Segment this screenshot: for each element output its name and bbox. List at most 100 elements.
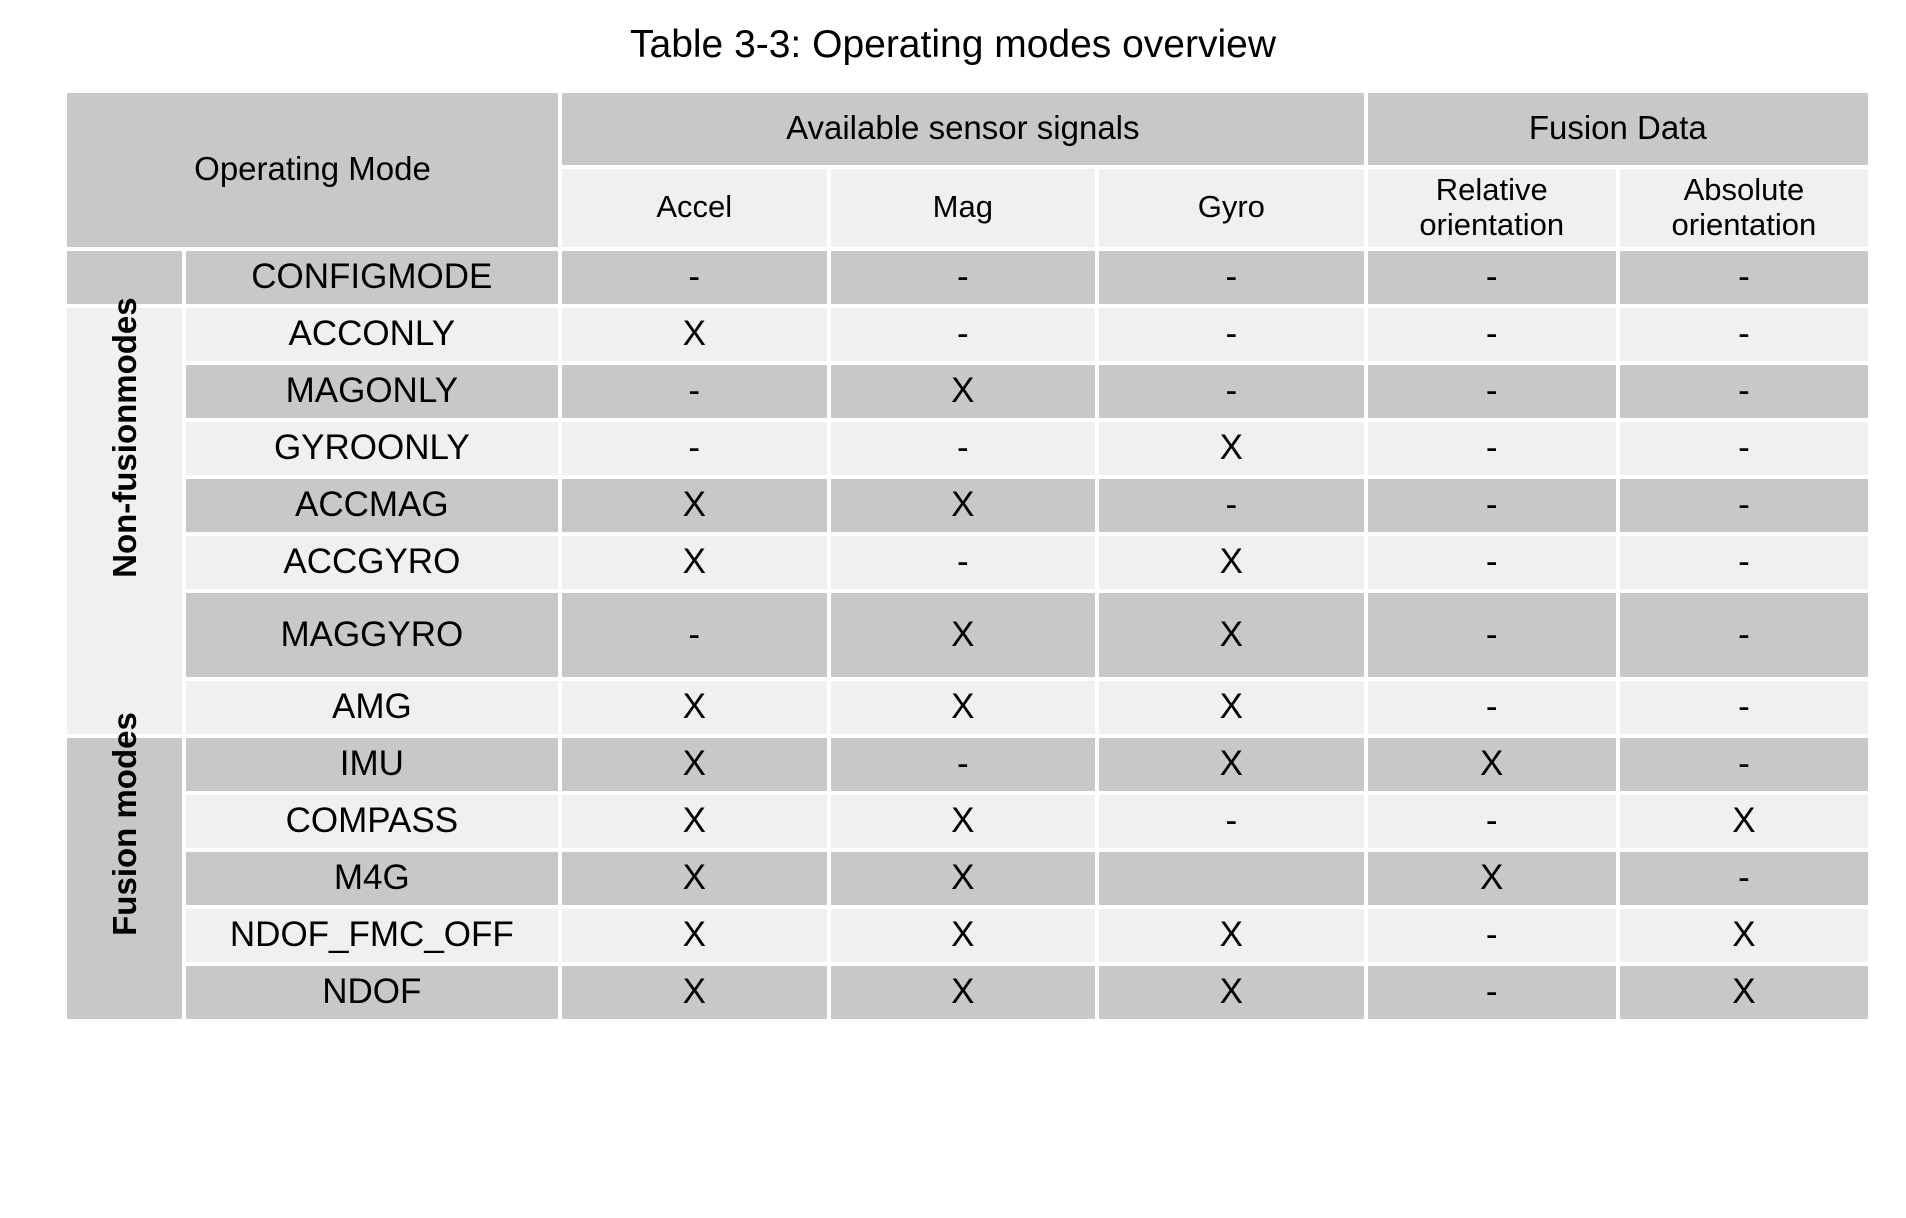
cell-accel: X bbox=[561, 851, 827, 905]
cell-mode-name: COMPASS bbox=[185, 794, 558, 848]
cell-absolute: X bbox=[1619, 965, 1868, 1019]
cell-mode-name: NDOF_FMC_OFF bbox=[185, 908, 558, 962]
cell-mode-name: GYROONLY bbox=[185, 421, 558, 475]
header-col-accel: Accel bbox=[561, 168, 827, 247]
cell-gyro: - bbox=[1099, 307, 1364, 361]
cell-relative: X bbox=[1367, 851, 1616, 905]
cell-absolute: - bbox=[1619, 851, 1868, 905]
header-col-relative-orientation-line1: Relative bbox=[1435, 172, 1548, 208]
cell-absolute: - bbox=[1619, 421, 1868, 475]
cell-mag: - bbox=[830, 535, 1096, 589]
cell-accel: - bbox=[561, 364, 827, 418]
cell-accel: X bbox=[561, 737, 827, 791]
header-col-relative-orientation: Relative orientation bbox=[1367, 168, 1616, 247]
cell-mag: X bbox=[830, 794, 1096, 848]
cell-absolute: - bbox=[1619, 737, 1868, 791]
cell-accel: X bbox=[561, 680, 827, 734]
cell-mag: X bbox=[830, 680, 1096, 734]
cell-relative: - bbox=[1367, 965, 1616, 1019]
cell-absolute: - bbox=[1619, 364, 1868, 418]
cell-mag: X bbox=[830, 478, 1096, 532]
cell-absolute: X bbox=[1619, 908, 1868, 962]
cell-gyro: - bbox=[1099, 478, 1364, 532]
cell-mode-name: NDOF bbox=[185, 965, 558, 1019]
cell-gyro: X bbox=[1099, 535, 1364, 589]
cell-mode-name: CONFIGMODE bbox=[185, 250, 558, 304]
cell-mode-name: M4G bbox=[185, 851, 558, 905]
side-label-none bbox=[67, 250, 182, 304]
cell-accel: X bbox=[561, 307, 827, 361]
header-col-mag: Mag bbox=[830, 168, 1096, 247]
cell-gyro: X bbox=[1099, 737, 1364, 791]
cell-relative: - bbox=[1367, 794, 1616, 848]
cell-gyro: - bbox=[1099, 794, 1364, 848]
header-col-gyro: Gyro bbox=[1099, 168, 1364, 247]
cell-accel: X bbox=[561, 908, 827, 962]
cell-absolute: - bbox=[1619, 592, 1868, 677]
cell-accel: - bbox=[561, 250, 827, 304]
table-container: Operating Mode Available sensor signals … bbox=[0, 89, 1906, 1023]
header-operating-mode: Operating Mode bbox=[67, 92, 558, 247]
cell-absolute: - bbox=[1619, 250, 1868, 304]
cell-mag: - bbox=[830, 307, 1096, 361]
cell-mag: X bbox=[830, 965, 1096, 1019]
cell-gyro: X bbox=[1099, 908, 1364, 962]
side-label-non-fusion-modes: Non-fusionmodes bbox=[67, 297, 182, 734]
cell-relative: X bbox=[1367, 737, 1616, 791]
cell-mag: X bbox=[830, 592, 1096, 677]
cell-mode-name: ACCGYRO bbox=[185, 535, 558, 589]
header-group-available-sensor-signals: Available sensor signals bbox=[561, 92, 1364, 165]
cell-accel: X bbox=[561, 535, 827, 589]
header-row-subcolumns: Accel Mag Gyro Relative orientation Abso… bbox=[67, 168, 1868, 247]
cell-relative: - bbox=[1367, 478, 1616, 532]
cell-absolute: X bbox=[1619, 794, 1868, 848]
side-label-non-fusion-modes-text: Non-fusionmodes bbox=[105, 297, 143, 579]
table-row: GYROONLY--X-- bbox=[67, 421, 1868, 475]
side-label-fusion-modes-text: Fusion modes bbox=[105, 711, 143, 936]
cell-relative: - bbox=[1367, 592, 1616, 677]
cell-relative: - bbox=[1367, 364, 1616, 418]
header-col-absolute-orientation-line1: Absolute bbox=[1683, 172, 1805, 208]
cell-gyro: X bbox=[1099, 592, 1364, 677]
cell-gyro: X bbox=[1099, 680, 1364, 734]
cell-mag: X bbox=[830, 364, 1096, 418]
side-label-fusion-modes: Fusion modes bbox=[67, 711, 182, 1019]
cell-gyro: - bbox=[1099, 364, 1364, 418]
header-col-absolute-orientation: Absolute orientation bbox=[1619, 168, 1868, 247]
cell-relative: - bbox=[1367, 250, 1616, 304]
header-col-absolute-orientation-line2: orientation bbox=[1671, 206, 1817, 242]
operating-modes-table: Operating Mode Available sensor signals … bbox=[63, 89, 1872, 1023]
cell-relative: - bbox=[1367, 680, 1616, 734]
cell-absolute: - bbox=[1619, 307, 1868, 361]
cell-accel: X bbox=[561, 794, 827, 848]
table-header: Operating Mode Available sensor signals … bbox=[67, 92, 1868, 247]
cell-mag: - bbox=[830, 250, 1096, 304]
header-row-groups: Operating Mode Available sensor signals … bbox=[67, 92, 1868, 247]
cell-absolute: - bbox=[1619, 680, 1868, 734]
header-group-fusion-data: Fusion Data bbox=[1367, 92, 1868, 165]
cell-gyro: - bbox=[1099, 250, 1364, 304]
table-row: CONFIGMODE----- bbox=[67, 250, 1868, 304]
cell-mode-name: ACCMAG bbox=[185, 478, 558, 532]
cell-accel: X bbox=[561, 478, 827, 532]
cell-gyro: X bbox=[1099, 421, 1364, 475]
cell-mode-name: AMG bbox=[185, 680, 558, 734]
cell-absolute: - bbox=[1619, 478, 1868, 532]
cell-accel: X bbox=[561, 965, 827, 1019]
cell-mag: - bbox=[830, 737, 1096, 791]
cell-mode-name: IMU bbox=[185, 737, 558, 791]
cell-mode-name: MAGONLY bbox=[185, 364, 558, 418]
cell-mode-name: MAGGYRO bbox=[185, 592, 558, 677]
cell-relative: - bbox=[1367, 535, 1616, 589]
cell-relative: - bbox=[1367, 307, 1616, 361]
cell-absolute: - bbox=[1619, 535, 1868, 589]
